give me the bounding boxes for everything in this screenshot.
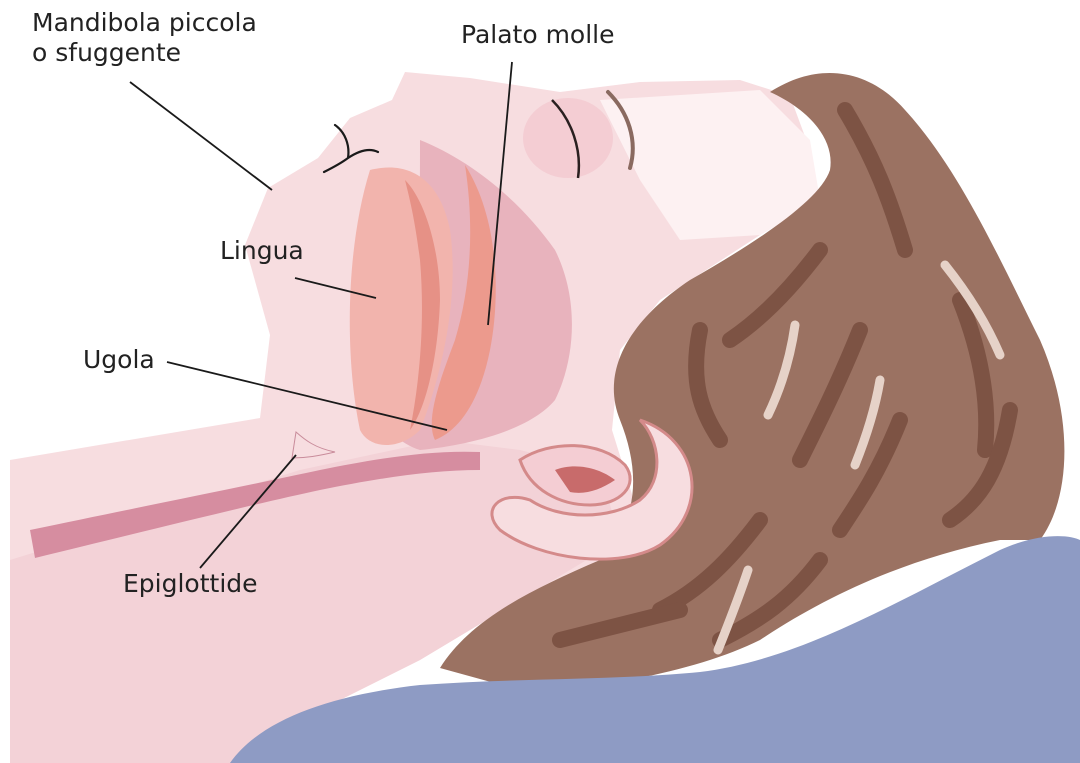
- label-mandibola-line2: o sfuggente: [32, 38, 257, 68]
- label-lingua: Lingua: [220, 236, 304, 266]
- label-mandibola: Mandibola piccola o sfuggente: [32, 8, 257, 68]
- eye-area: [523, 98, 613, 178]
- label-mandibola-line1: Mandibola piccola: [32, 8, 257, 38]
- label-ugola: Ugola: [83, 345, 155, 375]
- label-epiglottide: Epiglottide: [123, 569, 258, 599]
- label-palato-molle: Palato molle: [461, 20, 615, 50]
- leader-mandibola: [130, 82, 272, 190]
